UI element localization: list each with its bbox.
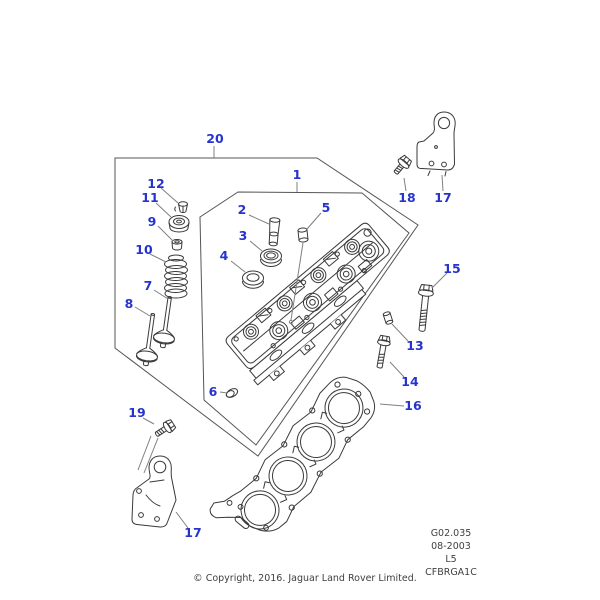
part-5-plug-icon (297, 227, 309, 243)
part-6-plug-icon (225, 388, 239, 398)
callout-11: 11 (141, 190, 158, 205)
callout-18: 18 (398, 190, 415, 205)
part-3-seal-ring-icon (260, 248, 282, 267)
callout-17-bottom: 17 (184, 525, 201, 540)
callout-17-top: 17 (434, 190, 451, 205)
leader-lines (134, 146, 448, 529)
bolt-19-icon (154, 419, 177, 437)
callout-15: 15 (443, 261, 460, 276)
head-gasket-drawing (209, 376, 376, 532)
callout-4: 4 (220, 248, 229, 263)
part-11-spring-cap-icon (168, 215, 190, 233)
figure-code: G02.035 (431, 528, 472, 539)
part-7-valve-icon (152, 295, 176, 349)
assembly-box-1 (199, 191, 410, 446)
figure-model: L5 (445, 554, 456, 565)
callout-12: 12 (147, 176, 164, 191)
figure-date: 08-2003 (431, 541, 471, 552)
bolt-15-icon (417, 283, 434, 332)
bolt-14-icon (376, 334, 391, 369)
part-12-collet-icon (174, 201, 188, 213)
assembly-box-20 (114, 157, 419, 457)
callout-14: 14 (401, 374, 419, 389)
callout-10: 10 (135, 242, 153, 257)
callout-3: 3 (239, 228, 248, 243)
part-10-valve-spring-icon (164, 254, 188, 299)
figure-info-block: G02.035 08-2003 L5 CFBRGA1C (425, 528, 477, 578)
copyright-text: © Copyright, 2016. Jaguar Land Rover Lim… (193, 573, 417, 584)
callout-5: 5 (322, 200, 331, 215)
part-4-seat-washer-icon (242, 270, 264, 289)
part-9-stem-seal-icon (171, 239, 183, 251)
callout-7: 7 (144, 278, 153, 293)
callout-9: 9 (148, 214, 157, 229)
bracket-17-top-icon (416, 111, 456, 177)
callout-1: 1 (293, 167, 302, 182)
callout-20: 20 (206, 131, 224, 146)
callout-6: 6 (209, 384, 218, 399)
figure-ref: CFBRGA1C (425, 567, 477, 578)
callout-labels: 20 1 2 3 4 5 6 7 8 9 10 11 12 13 14 15 1… (125, 131, 461, 540)
callout-2: 2 (238, 202, 247, 217)
bolt-18-icon (393, 154, 413, 175)
callout-16: 16 (404, 398, 422, 413)
callout-8: 8 (125, 296, 134, 311)
cylinder-head-drawing (225, 222, 390, 386)
part-13-plug-icon (382, 311, 394, 325)
part-8-valve-icon (135, 312, 159, 367)
bracket-17-bottom-icon (131, 455, 177, 528)
part-2-valve-guide-icon (268, 217, 281, 247)
callout-13: 13 (406, 338, 423, 353)
callout-19: 19 (128, 405, 145, 420)
